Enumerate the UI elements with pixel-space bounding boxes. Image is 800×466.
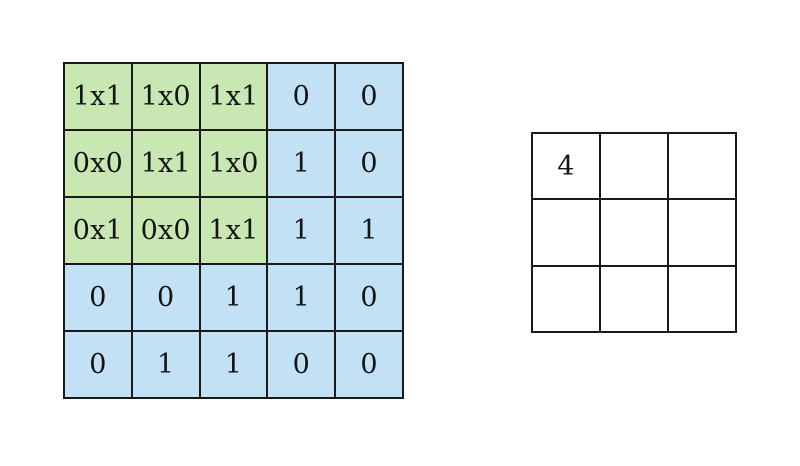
input-cell-r5-c1: 0 bbox=[65, 332, 131, 397]
input-cell-r3-c1: 0x1 bbox=[65, 198, 131, 263]
input-cell-r2-c3: 1x0 bbox=[200, 131, 267, 196]
input-cell-r4-c5: 0 bbox=[336, 265, 402, 330]
input-cell-r2-c1: 0x0 bbox=[65, 131, 131, 196]
output-cell-r3-c3 bbox=[669, 266, 735, 331]
input-cell-r5-c4: 0 bbox=[268, 332, 335, 397]
input-cell-r4-c4: 1 bbox=[268, 265, 335, 330]
output-cell-r2-c2 bbox=[601, 200, 667, 265]
input-cell-r1-c2: 1x0 bbox=[132, 64, 199, 129]
input-cell-r3-c5: 1 bbox=[336, 198, 402, 263]
output-cell-r2-c1 bbox=[533, 200, 599, 265]
input-cell-r5-c5: 0 bbox=[336, 332, 402, 397]
output-cell-r3-c2 bbox=[601, 266, 667, 331]
input-cell-r4-c1: 0 bbox=[65, 265, 131, 330]
input-cell-r2-c4: 1 bbox=[268, 131, 335, 196]
input-cell-r3-c4: 1 bbox=[268, 198, 335, 263]
input-cell-r1-c3: 1x1 bbox=[200, 64, 267, 129]
output-cell-r3-c1 bbox=[533, 266, 599, 331]
input-cell-r5-c3: 1 bbox=[200, 332, 267, 397]
input-cell-r4-c2: 0 bbox=[132, 265, 199, 330]
output-cell-r2-c3 bbox=[669, 200, 735, 265]
output-feature-map: 4 bbox=[531, 132, 737, 333]
input-cell-r5-c2: 1 bbox=[132, 332, 199, 397]
input-cell-r1-c4: 0 bbox=[268, 64, 335, 129]
input-cell-r1-c1: 1x1 bbox=[65, 64, 131, 129]
input-cell-r2-c2: 1x1 bbox=[132, 131, 199, 196]
input-cell-r1-c5: 0 bbox=[336, 64, 402, 129]
input-cell-r3-c3: 1x1 bbox=[200, 198, 267, 263]
input-cell-r3-c2: 0x0 bbox=[132, 198, 199, 263]
output-cell-r1-c3 bbox=[669, 134, 735, 199]
input-cell-r2-c5: 0 bbox=[336, 131, 402, 196]
output-cell-r1-c1: 4 bbox=[533, 134, 599, 199]
input-cell-r4-c3: 1 bbox=[200, 265, 267, 330]
output-cell-r1-c2 bbox=[601, 134, 667, 199]
